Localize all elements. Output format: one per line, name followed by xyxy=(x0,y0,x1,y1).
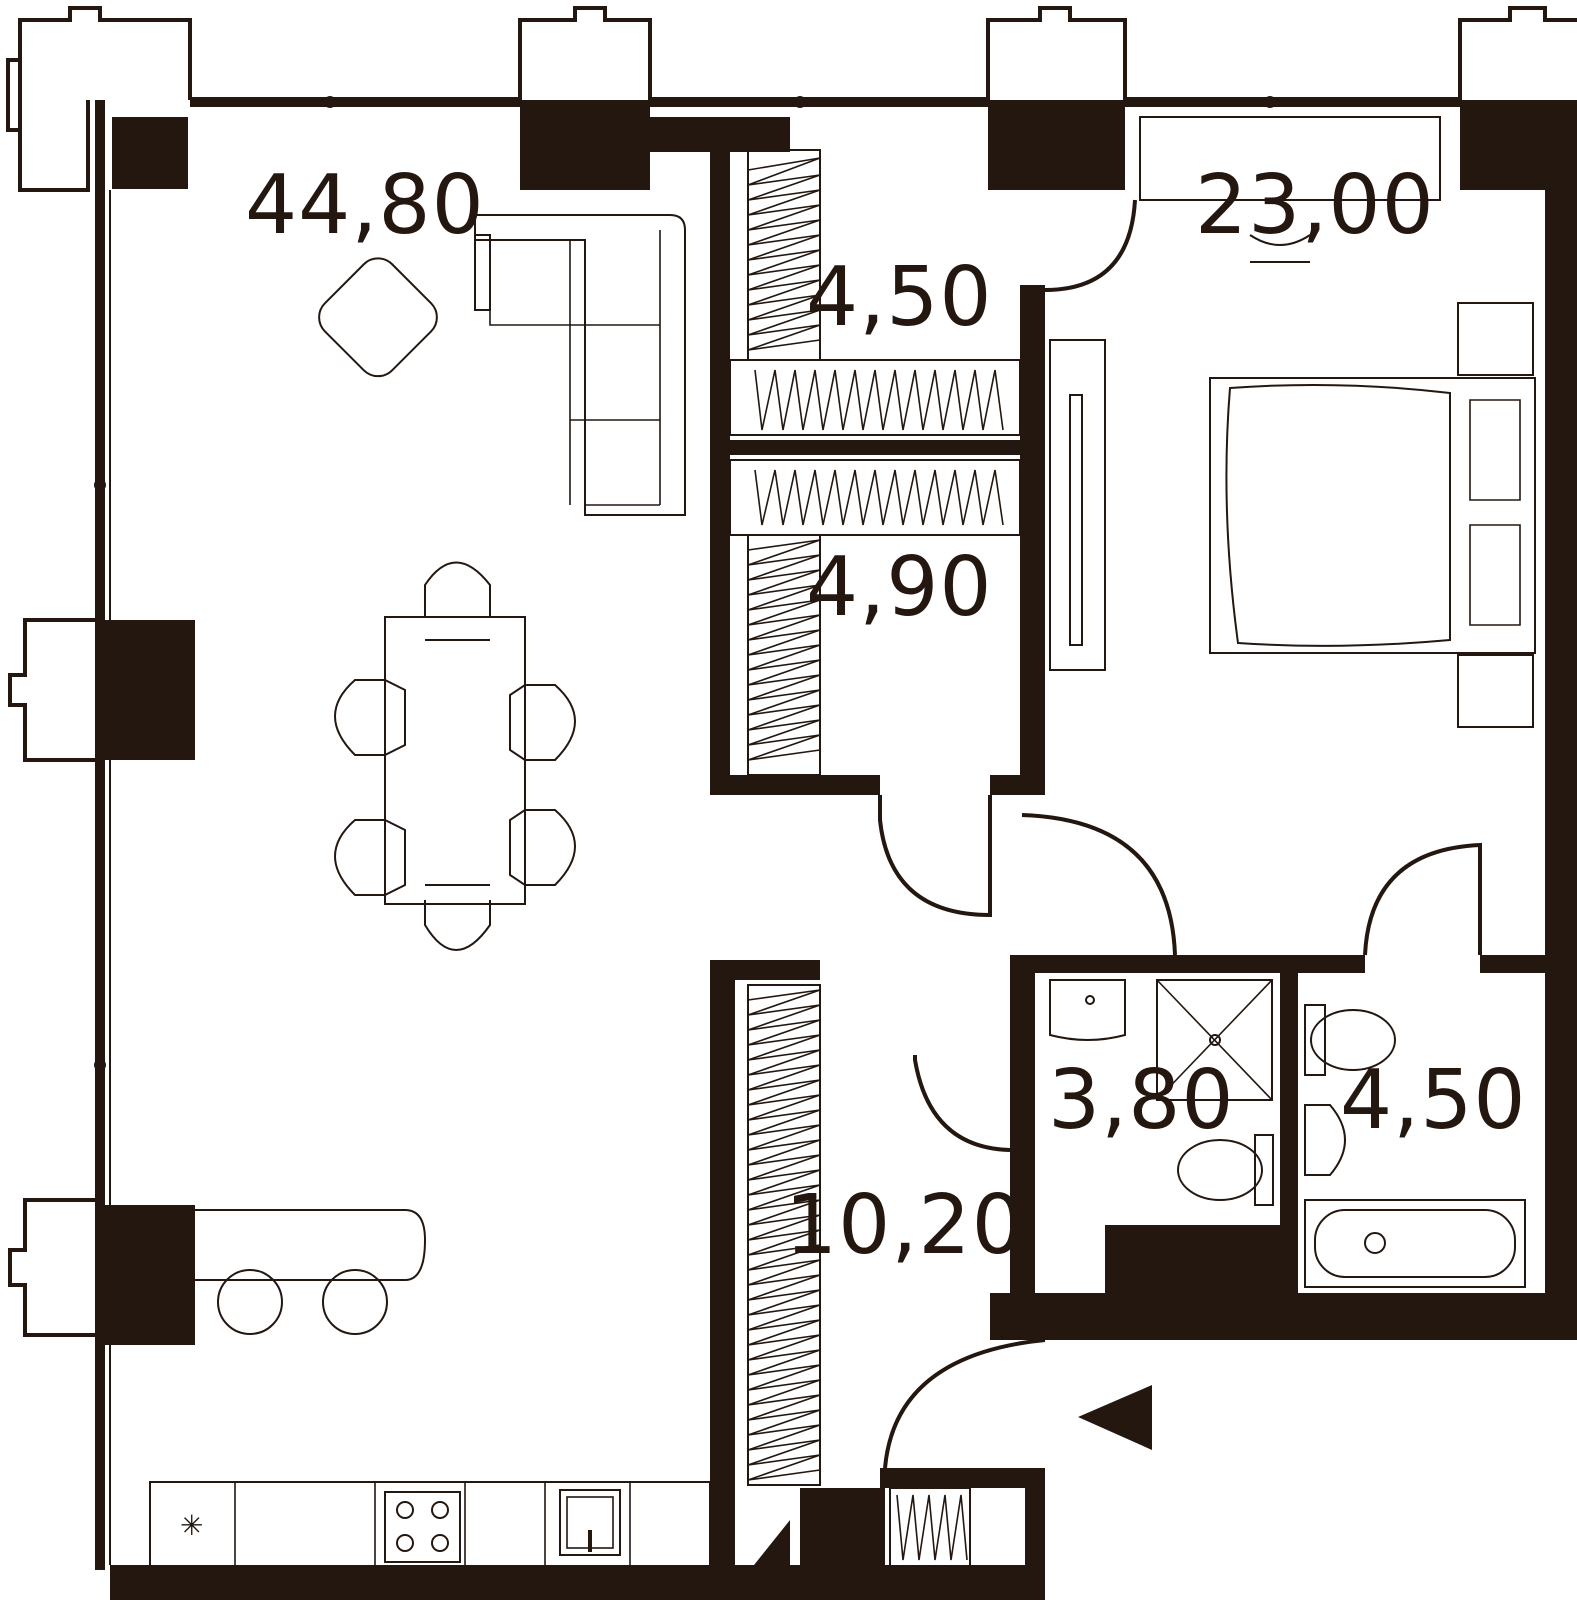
area-label-wardrobe-bottom: 4,90 xyxy=(806,540,993,635)
shower-icon xyxy=(1156,979,1273,1101)
exterior-wall xyxy=(94,96,1460,1570)
bathroom-fixtures xyxy=(1049,979,1526,1288)
bathtub-icon xyxy=(1304,1199,1526,1288)
sink-icon xyxy=(1049,979,1126,1041)
fridge-icon: ✳ xyxy=(180,1509,203,1542)
area-label-living-kitchen: 44,80 xyxy=(245,158,485,253)
tv-icon xyxy=(1069,394,1083,646)
desk-icon xyxy=(1139,116,1441,263)
sink-icon xyxy=(559,1489,621,1556)
toilet-icon xyxy=(1304,1004,1396,1076)
walls xyxy=(110,117,1577,1600)
area-labels: 44,80 4,50 4,90 23,00 3,80 4,50 10,20 xyxy=(245,158,1527,1273)
sink-icon xyxy=(1304,1104,1346,1176)
entrance-arrow-icon xyxy=(1078,1385,1152,1450)
area-label-bathroom-tub: 4,50 xyxy=(1340,1053,1527,1148)
window-icon xyxy=(986,6,1127,190)
area-label-bathroom-shower: 3,80 xyxy=(1048,1053,1235,1148)
kitchen-counter-icon: ✳ xyxy=(149,1481,711,1568)
doors xyxy=(878,199,1482,1469)
wardrobe-shelving xyxy=(729,149,1021,1569)
area-label-bedroom: 23,00 xyxy=(1195,158,1435,253)
window-icon xyxy=(1458,6,1577,190)
coffee-table-icon xyxy=(318,257,438,378)
stove-icon xyxy=(384,1491,461,1563)
area-label-wardrobe-top: 4,50 xyxy=(806,250,993,345)
sofa-icon xyxy=(474,214,686,516)
area-label-hallway: 10,20 xyxy=(785,1178,1025,1273)
window-icon xyxy=(8,618,195,762)
window-icon xyxy=(6,6,192,192)
dining-table-icon xyxy=(334,561,576,951)
bed-icon xyxy=(1209,302,1536,728)
window-icon xyxy=(8,1198,195,1345)
toilet-icon xyxy=(1177,1134,1274,1206)
bar-counter-icon xyxy=(195,1209,427,1335)
window-icon xyxy=(518,6,652,190)
tv-console-icon xyxy=(1049,339,1106,671)
